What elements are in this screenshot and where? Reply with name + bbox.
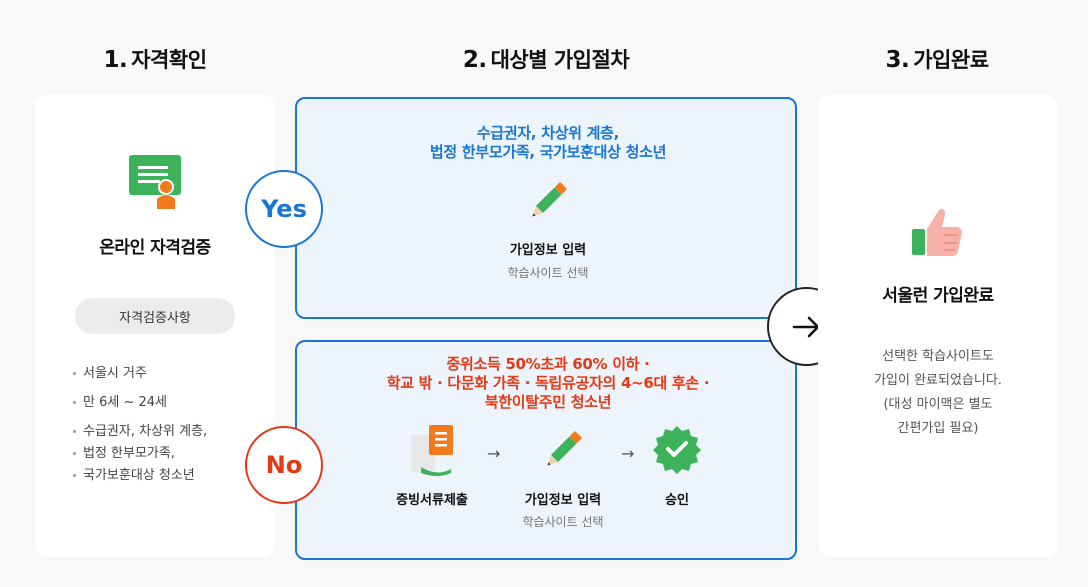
step-3-number: 3. <box>885 47 910 73</box>
completion-desc-line-1: 선택한 학습사이트도 <box>882 349 994 364</box>
certificate-icon <box>129 155 183 211</box>
pencil-icon <box>539 426 587 474</box>
no-step-1-label: 증빙서류제출 <box>396 493 468 508</box>
no-step-2-sub: 학습사이트 선택 <box>522 515 604 529</box>
criteria-list: 서울시 거주 만 6세 ~ 24세 수급권자, 차상위 계층, 법정 한부모가족… <box>73 363 207 494</box>
eligibility-card: 온라인 자격검증 자격검증사항 서울시 거주 만 6세 ~ 24세 수급권자, … <box>35 95 275 557</box>
no-heading-line-3: 북한이탈주민 청소년 <box>484 393 612 411</box>
criteria-item: 서울시 거주 <box>73 363 207 385</box>
arrow-right-icon <box>792 316 819 337</box>
yes-badge: Yes <box>245 170 323 248</box>
yes-heading: 수급권자, 차상위 계층, 법정 한부모가족, 국가보훈대상 청소년 <box>297 124 799 162</box>
yes-step-sub: 학습사이트 선택 <box>507 266 589 280</box>
completion-card: 서울런 가입완료 선택한 학습사이트도 가입이 완료되었습니다. (대성 마이맥… <box>818 95 1058 557</box>
no-badge: No <box>245 426 323 504</box>
no-flow-box: 중위소득 50%초과 60% 이하 · 학교 밖 · 다문화 가족 · 독립유공… <box>295 340 797 560</box>
yes-step-label: 가입정보 입력 <box>509 243 587 258</box>
criteria-item-line: 수급권자, 차상위 계층, <box>83 424 208 439</box>
step-2-label: 대상별 가입절차 <box>490 48 630 72</box>
criteria-pill: 자격검증사항 <box>75 298 235 334</box>
pencil-icon <box>524 177 572 225</box>
thumbs-up-icon <box>910 203 966 259</box>
yes-heading-line-2: 법정 한부모가족, 국가보훈대상 청소년 <box>429 143 667 161</box>
step-1-label: 자격확인 <box>131 48 207 72</box>
completion-desc-line-3: (대성 마이맥은 별도 <box>883 397 993 412</box>
step-2-number: 2. <box>462 47 487 73</box>
no-heading: 중위소득 50%초과 60% 이하 · 학교 밖 · 다문화 가족 · 독립유공… <box>297 355 799 412</box>
criteria-item-cont: 국가보훈대상 청소년 <box>73 465 207 487</box>
step-1-title: 1.자격확인 <box>100 44 210 74</box>
criteria-item-line: 법정 한부모가족, <box>83 446 175 461</box>
no-heading-line-2: 학교 밖 · 다문화 가족 · 독립유공자의 4~6대 후손 · <box>386 374 710 392</box>
completion-title: 서울런 가입완료 <box>882 286 994 306</box>
criteria-item-line: 국가보훈대상 청소년 <box>83 468 195 483</box>
approval-check-icon <box>652 424 702 474</box>
step-1-number: 1. <box>103 47 128 73</box>
criteria-item-cont: 법정 한부모가족, <box>73 443 207 465</box>
flow-arrow-icon: → <box>621 444 635 463</box>
step-2-title: 2.대상별 가입절차 <box>455 44 637 74</box>
criteria-item: 수급권자, 차상위 계층, <box>73 421 207 443</box>
step-3-label: 가입완료 <box>913 48 989 72</box>
document-icon <box>407 425 457 477</box>
completion-description: 선택한 학습사이트도 가입이 완료되었습니다. (대성 마이맥은 별도 간편가입… <box>818 345 1058 441</box>
no-step-2-label: 가입정보 입력 <box>524 493 602 508</box>
flow-arrow-icon: → <box>487 444 501 463</box>
no-step-3-label: 승인 <box>665 493 689 508</box>
no-heading-line-1: 중위소득 50%초과 60% 이하 · <box>446 355 650 373</box>
yes-flow-box: 수급권자, 차상위 계층, 법정 한부모가족, 국가보훈대상 청소년 가입정보 … <box>295 97 797 319</box>
step-3-title: 3.가입완료 <box>880 44 994 74</box>
criteria-item: 만 6세 ~ 24세 <box>73 392 207 414</box>
eligibility-title: 온라인 자격검증 <box>99 238 211 258</box>
completion-desc-line-2: 가입이 완료되었습니다. <box>874 373 1002 388</box>
completion-desc-line-4: 간편가입 필요) <box>897 421 979 436</box>
yes-heading-line-1: 수급권자, 차상위 계층, <box>476 124 620 142</box>
